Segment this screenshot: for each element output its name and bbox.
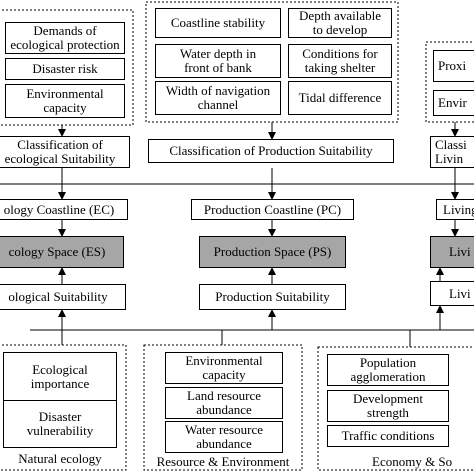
economy-caption: Economy & So (372, 454, 453, 469)
economy-criterion-traffic: Traffic conditions (327, 425, 449, 447)
living-coastline: Living (436, 199, 474, 220)
production-criterion-tidal-difference: Tidal difference (288, 81, 392, 115)
living-space: Livi (430, 236, 474, 268)
production-criterion-shelter: Conditions for taking shelter (288, 44, 392, 78)
production-classification: Classification of Production Suitability (148, 139, 394, 163)
natural-criterion-ecological-importance: Ecological importance (3, 352, 117, 400)
living-classification: Classi Livin (430, 136, 474, 168)
ecological-suitability: ological Suitability (0, 284, 126, 310)
production-criterion-depth-available: Depth available to develop (288, 8, 392, 38)
natural-ecology-frame (0, 344, 127, 471)
production-criterion-water-depth: Water depth in front of bank (155, 44, 281, 78)
ecology-criterion-disaster-risk: Disaster risk (5, 58, 125, 80)
living-suitability: Livi (430, 281, 474, 306)
economy-frame (317, 346, 474, 471)
resource-environment-caption: Resource & Environment (156, 454, 290, 469)
production-coastline: Production Coastline (PC) (191, 199, 354, 220)
natural-criterion-disaster-vulnerability: Disaster vulnerability (3, 400, 117, 448)
living-criteria-frame (425, 41, 474, 123)
production-criterion-coastline-stability: Coastline stability (155, 8, 281, 38)
economy-criterion-population: Population agglomeration (327, 354, 449, 386)
economy-criterion-development: Development strength (327, 390, 449, 422)
resource-criterion-environmental-capacity: Environmental capacity (165, 352, 283, 384)
resource-criterion-water-abundance: Water resource abundance (165, 421, 283, 453)
resource-criterion-land-abundance: Land resource abundance (165, 387, 283, 419)
natural-ecology-caption: Natural ecology (18, 451, 102, 466)
production-criterion-channel-width: Width of navigation channel (155, 81, 281, 115)
ecology-coastline: ology Coastline (EC) (0, 199, 128, 220)
living-criterion-environment: Envir (433, 90, 474, 116)
ecology-criterion-protection: Demands of ecological protection (5, 22, 125, 54)
living-criterion-proximity: Proxi (433, 50, 474, 82)
production-space: Production Space (PS) (199, 236, 346, 268)
production-suitability: Production Suitability (199, 284, 346, 310)
ecology-classification: Classification of ecological Suitability (0, 136, 130, 168)
ecology-criterion-environmental-capacity: Environmental capacity (5, 84, 125, 118)
resource-environment-frame (143, 344, 303, 471)
ecology-space: cology Space (ES) (0, 236, 124, 268)
